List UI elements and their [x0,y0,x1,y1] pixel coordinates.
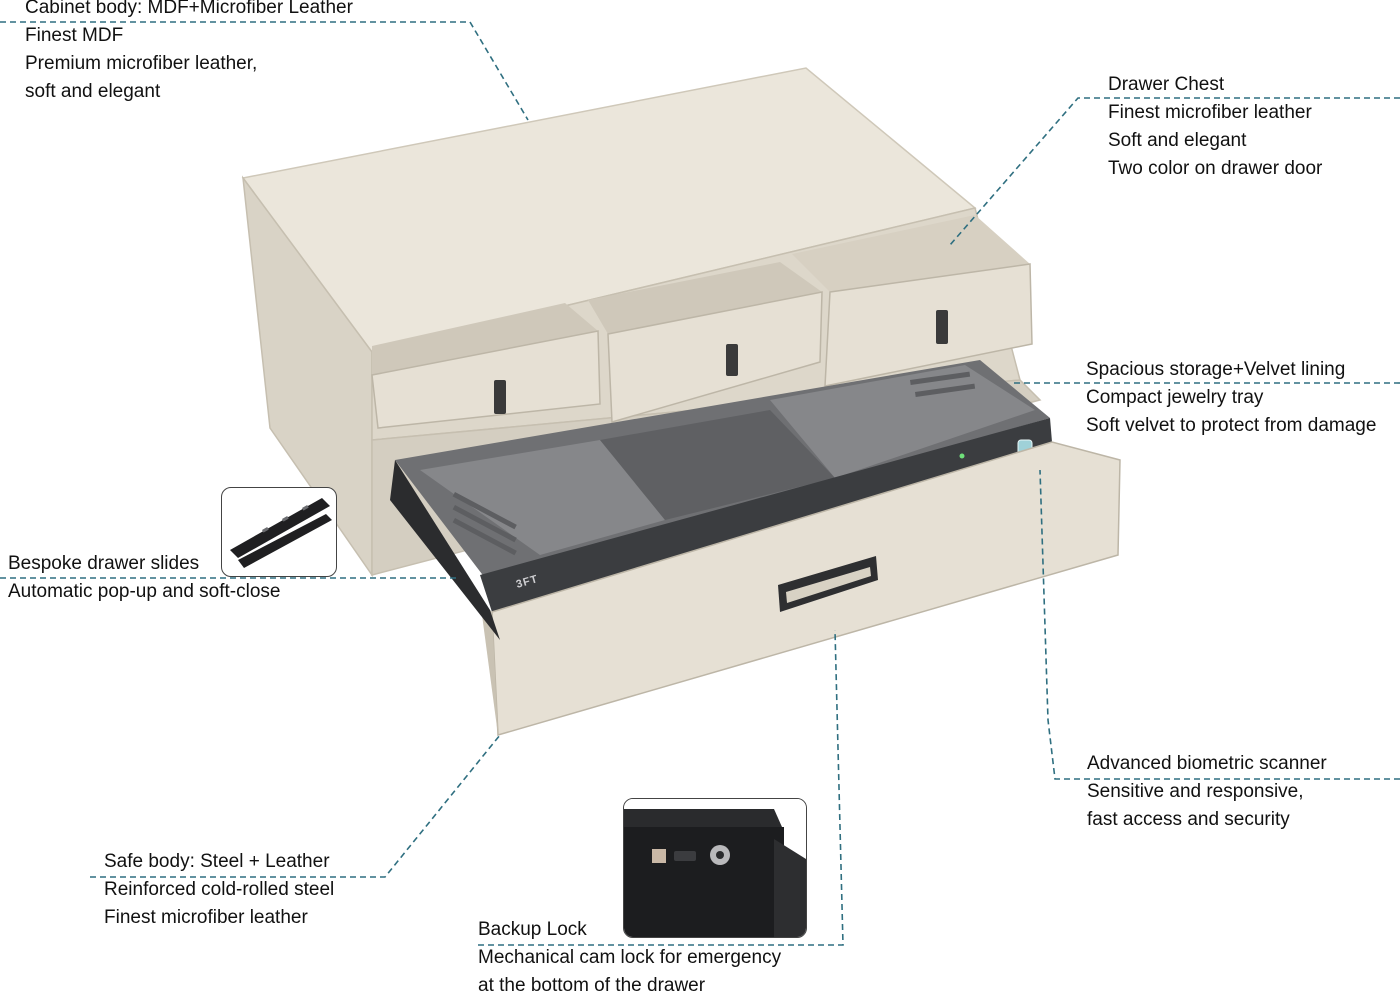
slides-inset [221,487,337,577]
lock-inset [623,798,807,938]
callout-line: Finest microfiber leather [104,907,308,928]
drawer-1-front [371,330,601,429]
callout-title: Spacious storage+Velvet lining [1086,359,1346,380]
callout-title: Backup Lock [478,919,587,940]
callout-line: Sensitive and responsive, [1087,781,1304,802]
callout-line: Compact jewelry tray [1086,387,1264,408]
callout-cabinet-body: Cabinet body: MDF+Microfiber Leather Fin… [25,0,353,106]
callout-drawer-chest: Drawer Chest Finest microfiber leather S… [1108,71,1322,183]
ring-slots [452,371,976,556]
callout-line: soft and elegant [25,81,161,102]
safe-drawer-rim [480,418,1052,612]
callout-title: Safe body: Steel + Leather [104,851,330,872]
main-compartment [600,410,835,520]
callout-safe-body: Safe body: Steel + Leather Reinforced co… [104,848,334,932]
callout-line: at the bottom of the drawer [478,975,706,996]
drawer-slide-rail [390,460,500,640]
callout-line: Soft and elegant [1108,130,1247,151]
drawer-2-handle [726,344,738,376]
status-led [959,453,965,459]
drawer-2-interior [588,262,822,334]
drawer-1-handle [494,380,506,414]
callout-line: Soft velvet to protect from damage [1086,415,1377,436]
drawer-3-front [824,263,1033,387]
callout-title: Drawer Chest [1108,74,1225,95]
callout-line: Finest microfiber leather [1108,102,1312,123]
safe-drawer-edge [480,600,498,735]
callout-line: Reinforced cold-rolled steel [104,879,335,900]
jewelry-tray-left [420,440,665,555]
leader-lines [0,21,1400,946]
jewelry-tray-right [770,365,1035,478]
callout-line: Premium microfiber leather, [25,53,258,74]
drawer-1-interior [372,303,598,375]
callout-title: Advanced biometric scanner [1087,753,1327,774]
callout-line: Mechanical cam lock for emergency [478,947,782,968]
callout-line: Finest MDF [25,25,124,46]
drawer-2-front [607,291,823,423]
safe-drawer-handle-inner [786,567,871,603]
drawer-3-handle [936,310,948,344]
cam-lock-icon [624,799,806,937]
callout-backup-lock: Backup Lock Mechanical cam lock for emer… [478,916,781,1000]
callout-line: Automatic pop-up and soft-close [8,581,281,602]
callout-line: Two color on drawer door [1108,158,1323,179]
drawer-3-interior [792,215,1030,292]
callout-biometric: Advanced biometric scanner Sensitive and… [1087,750,1327,834]
callout-title: Cabinet body: MDF+Microfiber Leather [25,0,353,18]
callout-storage: Spacious storage+Velvet lining Compact j… [1086,356,1376,440]
callout-slides: Bespoke drawer slides Automatic pop-up a… [8,550,281,606]
callout-line: fast access and security [1087,809,1290,830]
drawer-slide-rail-icon [230,498,332,568]
callout-title: Bespoke drawer slides [8,553,200,574]
